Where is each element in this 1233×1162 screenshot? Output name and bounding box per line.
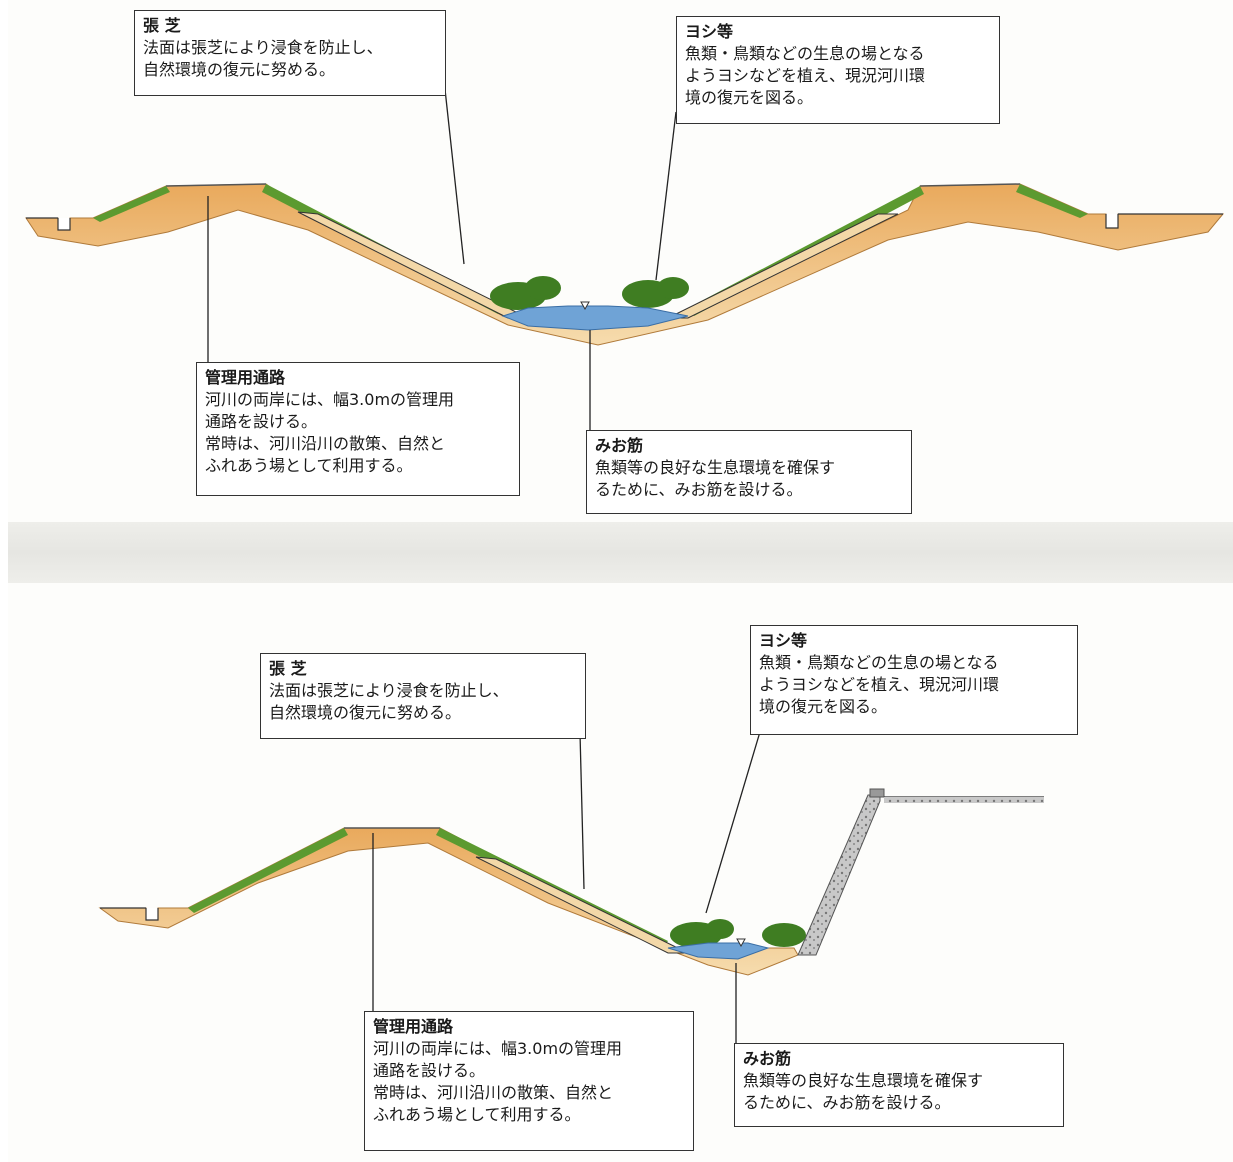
callout-reeds-line: 魚類・鳥類などの生息の場となる: [685, 44, 925, 63]
bottom-cross-section-panel: 張 芝 法面は張芝により浸食を防止し、 自然環境の復元に努める。 ヨシ等 魚類・…: [8, 583, 1233, 1162]
management-road-right: [919, 183, 1021, 187]
callout-mio-line: 魚類等の良好な生息環境を確保す: [743, 1071, 984, 1090]
turf-slope-outer: [188, 828, 348, 913]
callout-turf-line: 自然環境の復元に努める。: [269, 703, 462, 722]
callout-road-line: 常時は、河川沿川の散策、自然と: [373, 1083, 614, 1102]
callout-road-line: 常時は、河川沿川の散策、自然と: [205, 434, 446, 453]
callout-road-line: 通路を設ける。: [373, 1061, 486, 1080]
low-water-channel: [667, 942, 770, 960]
side-ditch-right: [1105, 214, 1119, 229]
turf-slope-outer-right: [1016, 184, 1088, 218]
callout-reeds-line: ようヨシなどを植え、現況河川環: [759, 675, 1000, 694]
callout-road-line: 通路を設ける。: [205, 412, 318, 431]
callout-road-line: 河川の両岸には、幅3.0mの管理用: [205, 390, 455, 409]
low-water-channel: [501, 305, 689, 331]
panel-separator: [8, 522, 1233, 583]
side-ditch-left: [57, 218, 71, 231]
callout-road-line: 河川の両岸には、幅3.0mの管理用: [373, 1039, 623, 1058]
callout-mio-line: 魚類等の良好な生息環境を確保す: [595, 458, 836, 477]
revetment: [475, 856, 689, 954]
callout-low-water-channel: みお筋 魚類等の良好な生息環境を確保す るために、みお筋を設ける。: [734, 1043, 1064, 1127]
callout-road-title: 管理用通路: [373, 1017, 454, 1036]
revetment-right: [667, 213, 899, 319]
callout-reeds: ヨシ等 魚類・鳥類などの生息の場となる ようヨシなどを植え、現況河川環 境の復元…: [676, 16, 1000, 124]
callout-turf-title: 張 芝: [269, 659, 307, 678]
callout-low-water-channel: みお筋 魚類等の良好な生息環境を確保す るために、みお筋を設ける。: [586, 430, 912, 514]
callout-turf-line: 法面は張芝により浸食を防止し、: [269, 681, 509, 700]
management-road-left: [165, 183, 267, 187]
callout-mio-line: るために、みお筋を設ける。: [743, 1093, 951, 1112]
side-ditch-left: [145, 908, 159, 921]
callout-reeds-line: ようヨシなどを植え、現況河川環: [685, 66, 926, 85]
callout-reeds-line: 境の復元を図る。: [685, 88, 814, 107]
top-cross-section-panel: 張 芝 法面は張芝により浸食を防止し、 自然環境の復元に努める。 ヨシ等 魚類・…: [8, 0, 1233, 522]
retaining-wall: [797, 794, 881, 956]
callout-road-line: ふれあう場として利用する。: [205, 456, 413, 475]
water-level-marker: [580, 301, 590, 311]
turf-slope-outer-left: [93, 186, 170, 222]
callout-turf: 張 芝 法面は張芝により浸食を防止し、 自然環境の復元に努める。: [260, 653, 586, 739]
callout-road-title: 管理用通路: [205, 368, 286, 387]
callout-turf-line: 法面は張芝により浸食を防止し、: [143, 38, 383, 57]
callout-turf-title: 張 芝: [143, 16, 181, 35]
callout-reeds-line: 魚類・鳥類などの生息の場となる: [759, 653, 999, 672]
callout-mio-title: みお筋: [743, 1049, 792, 1068]
callout-management-road: 管理用通路 河川の両岸には、幅3.0mの管理用 通路を設ける。 常時は、河川沿川…: [196, 362, 520, 496]
callout-reeds-line: 境の復元を図る。: [759, 697, 888, 716]
top-cross-section-diagram: [25, 79, 1225, 430]
callout-road-line: ふれあう場として利用する。: [373, 1105, 581, 1124]
right-ground-surface: [884, 797, 1044, 803]
bottom-cross-section-diagram: [98, 704, 1044, 1043]
callout-turf-line: 自然環境の復元に努める。: [143, 60, 336, 79]
callout-management-road: 管理用通路 河川の両岸には、幅3.0mの管理用 通路を設ける。 常時は、河川沿川…: [364, 1011, 694, 1151]
callout-reeds: ヨシ等 魚類・鳥類などの生息の場となる ようヨシなどを植え、現況河川環 境の復元…: [750, 625, 1078, 735]
callout-reeds-title: ヨシ等: [685, 22, 734, 41]
wall-coping: [869, 788, 885, 798]
reed-clumps: [670, 919, 806, 948]
callout-mio-line: るために、みお筋を設ける。: [595, 480, 803, 499]
callout-turf: 張 芝 法面は張芝により浸食を防止し、 自然環境の復元に努める。: [134, 10, 446, 96]
callout-reeds-title: ヨシ等: [759, 631, 808, 650]
water-level-marker: [736, 938, 746, 948]
reed-clumps: [490, 276, 689, 310]
callout-mio-title: みお筋: [595, 436, 644, 455]
